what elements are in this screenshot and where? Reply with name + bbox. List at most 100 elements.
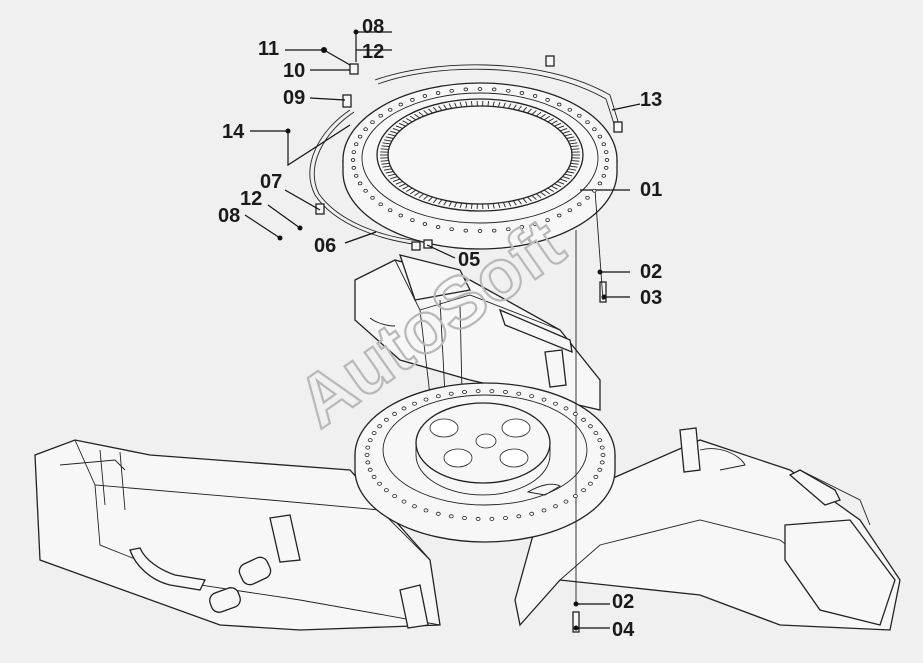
ring-bolt-hole: [354, 142, 359, 147]
gear-tooth: [568, 168, 576, 171]
ring-bolt-hole: [604, 158, 610, 162]
gear-tooth: [454, 202, 458, 208]
undercarriage-frame: [34, 254, 901, 631]
ring-bolt-hole: [532, 94, 538, 98]
ring-bolt-hole: [449, 88, 454, 93]
gear-tooth: [568, 139, 576, 142]
ring-bolt-hole: [370, 120, 375, 125]
mount-bolt-hole: [503, 389, 508, 394]
ring-bolt-hole: [585, 120, 590, 125]
gear-tooth: [543, 115, 550, 121]
callout-03: 03: [640, 287, 662, 309]
callout-05: 05: [458, 249, 480, 271]
mount-bolt-hole: [371, 474, 377, 479]
mount-bolt-hole: [573, 494, 578, 499]
gear-tooth: [459, 101, 463, 108]
ring-bolt-hole: [477, 229, 483, 233]
ring-bolt-hole: [577, 113, 582, 118]
gear-tooth: [522, 106, 528, 112]
gear-tooth: [423, 195, 429, 200]
gear-tooth: [428, 108, 433, 114]
gear-tooth: [390, 130, 398, 134]
gear-tooth: [432, 198, 438, 204]
callout-09: 09: [283, 87, 305, 109]
gear-tooth: [492, 203, 495, 209]
gear-tooth: [531, 195, 537, 200]
mount-bolt-hole: [541, 508, 547, 513]
gear-tooth: [418, 193, 425, 199]
gear-tooth: [531, 110, 537, 115]
gear-tooth: [443, 200, 447, 206]
ring-bolt-hole: [388, 107, 393, 112]
ring-bolt-hole: [410, 218, 415, 222]
gear-tooth: [492, 101, 495, 107]
gear-tooth: [502, 202, 506, 208]
ring-bolt-hole: [435, 225, 441, 229]
gear-tooth: [470, 203, 473, 209]
hose-lines: [309, 55, 623, 251]
gear-tooth: [570, 145, 579, 148]
mount-bolt-hole: [462, 389, 467, 394]
leader-lines: [244, 29, 641, 631]
gear-tooth: [559, 178, 568, 183]
mount-bolt-hole: [462, 516, 467, 521]
ring-bolt-hole: [351, 166, 356, 170]
ring-bolt-hole: [492, 228, 497, 233]
mount-bolt-hole: [371, 431, 377, 436]
ring-bolt-hole: [410, 98, 415, 102]
mount-bolt-hole: [435, 511, 441, 516]
ring-bolt-hole: [557, 213, 562, 218]
gear-tooth: [459, 202, 463, 209]
callout-11: 11: [258, 38, 279, 60]
mount-bolt-hole: [553, 401, 558, 406]
ring-bolt-hole: [604, 166, 609, 170]
ring-bolt-hole: [363, 127, 368, 132]
gear-tooth: [392, 127, 401, 132]
mount-bolt-hole: [581, 488, 586, 493]
gear-tooth: [454, 102, 458, 108]
ring-bolt-hole: [601, 173, 606, 178]
gear-tooth: [527, 196, 532, 202]
gear-tooth: [398, 122, 406, 127]
mount-bolt-hole: [367, 438, 373, 443]
gear-tooth: [381, 162, 390, 165]
gear-tooth: [423, 110, 429, 115]
gear-tooth: [382, 165, 391, 168]
gear-tooth: [387, 133, 396, 137]
mount-bolt-hole: [588, 481, 593, 486]
gear-tooth: [566, 171, 575, 174]
gear-tooth: [418, 111, 425, 117]
gear-tooth: [384, 139, 392, 142]
mount-bolt-hole: [581, 417, 586, 422]
mount-bolt-hole: [529, 394, 535, 399]
slewing-ring: [342, 82, 618, 250]
gear-tooth: [547, 187, 554, 192]
bolts: [572, 189, 607, 633]
gear-tooth: [487, 203, 490, 209]
gear-tooth: [428, 196, 433, 202]
gear-tooth: [410, 115, 417, 121]
ring-bolt-hole: [388, 208, 393, 213]
ring-features: [350, 87, 610, 521]
ring-bolt-hole: [506, 227, 511, 232]
mount-bolt-hole: [516, 514, 522, 519]
gear-tooth: [562, 130, 570, 134]
gear-tooth: [571, 148, 580, 150]
mount-bolt-hole: [553, 504, 558, 509]
ring-bolt-hole: [577, 202, 582, 207]
ring-bolt-hole: [357, 181, 363, 186]
mount-bolt-hole: [412, 401, 417, 406]
gear-tooth: [414, 191, 421, 197]
gear-tooth: [384, 168, 392, 171]
gear-tooth: [535, 111, 542, 117]
mount-bolt-hole: [573, 411, 578, 416]
ring-bolt-hole: [532, 222, 538, 226]
ring-bolt-hole: [592, 127, 597, 132]
gear-tooth: [406, 187, 413, 192]
gear-tooth: [564, 173, 573, 177]
ring-bolt-hole: [545, 98, 550, 102]
gear-tooth: [550, 185, 558, 190]
ring-bolt-hole: [370, 195, 375, 200]
